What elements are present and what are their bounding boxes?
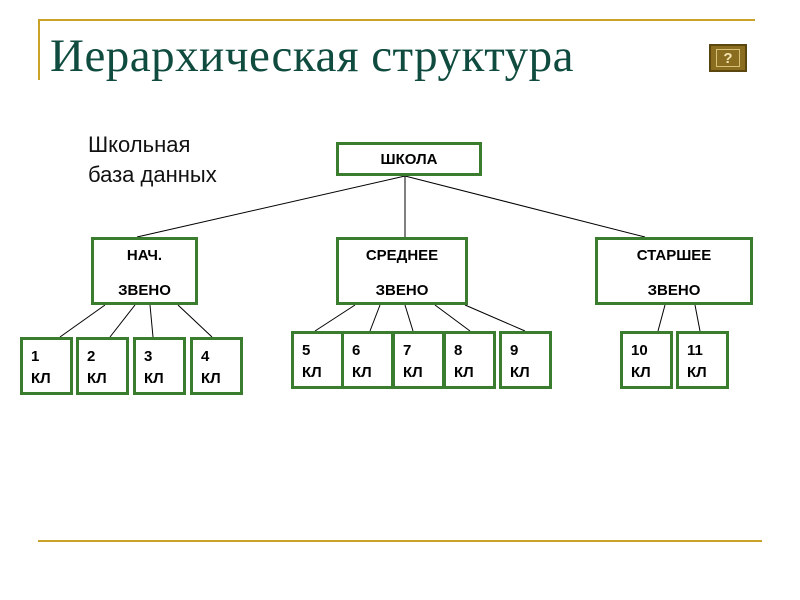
connector-level2-class7 xyxy=(404,304,414,332)
question-mark-icon: ? xyxy=(716,49,740,67)
node-class-abbr: КЛ xyxy=(687,364,707,381)
connector-level2-class8 xyxy=(434,304,471,332)
node-class: 1 КЛ xyxy=(20,337,73,395)
connector-level2-class5 xyxy=(314,304,356,332)
slide-frame-left-line xyxy=(38,19,40,80)
node-class-abbr: КЛ xyxy=(403,364,423,381)
node-class-abbr: КЛ xyxy=(87,370,107,387)
node-class: 2 КЛ xyxy=(76,337,129,395)
node-class-abbr: КЛ xyxy=(631,364,651,381)
connector-level3-class11 xyxy=(694,304,701,332)
node-root-label: ШКОЛА xyxy=(380,150,438,168)
caption-line-1: Школьная xyxy=(88,132,191,157)
node-level-middle-line1: СРЕДНЕЕ xyxy=(365,247,439,264)
slide-title: Иерархическая структура xyxy=(50,30,575,82)
node-class-number: 6 xyxy=(352,342,361,359)
slide-frame-top-line xyxy=(38,19,755,21)
connector-root-level-3 xyxy=(404,175,646,238)
node-class: 5 КЛ xyxy=(291,331,344,389)
connector-level1-class2 xyxy=(109,304,136,338)
node-class-number: 9 xyxy=(510,342,519,359)
node-class: 8 КЛ xyxy=(443,331,496,389)
connector-root-level-1 xyxy=(136,175,406,238)
node-level-senior: СТАРШЕЕ ЗВЕНО xyxy=(595,237,753,305)
node-class: 3 КЛ xyxy=(133,337,186,395)
node-level-primary: НАЧ. ЗВЕНО xyxy=(91,237,198,305)
node-class-abbr: КЛ xyxy=(510,364,530,381)
node-level-middle-line2: ЗВЕНО xyxy=(375,282,429,299)
node-level-primary-line2: ЗВЕНО xyxy=(118,282,171,299)
node-class-abbr: КЛ xyxy=(31,370,51,387)
node-class: 4 КЛ xyxy=(190,337,243,395)
node-class-abbr: КЛ xyxy=(454,364,474,381)
node-class-number: 1 xyxy=(31,348,40,365)
node-class-abbr: КЛ xyxy=(302,364,322,381)
node-class-number: 10 xyxy=(631,342,648,359)
help-button[interactable]: ? xyxy=(709,44,747,72)
node-class-abbr: КЛ xyxy=(201,370,221,387)
connector-level1-class1 xyxy=(59,304,106,338)
node-class: 10 КЛ xyxy=(620,331,673,389)
connector-level2-class9 xyxy=(464,304,526,332)
diagram-caption: Школьная база данных xyxy=(88,130,217,190)
node-class-abbr: КЛ xyxy=(144,370,164,387)
node-class-number: 7 xyxy=(403,342,412,359)
node-class-number: 4 xyxy=(201,348,210,365)
node-class: 6 КЛ xyxy=(341,331,394,389)
node-class: 9 КЛ xyxy=(499,331,552,389)
node-level-senior-line2: ЗВЕНО xyxy=(647,282,701,299)
node-class-number: 3 xyxy=(144,348,153,365)
node-level-senior-line1: СТАРШЕЕ xyxy=(636,247,712,264)
caption-line-2: база данных xyxy=(88,162,217,187)
slide-footer-line xyxy=(38,540,762,542)
node-level-middle: СРЕДНЕЕ ЗВЕНО xyxy=(336,237,468,305)
connector-level1-class3 xyxy=(149,304,154,338)
node-level-primary-line1: НАЧ. xyxy=(126,247,163,264)
connector-level3-class10 xyxy=(657,304,666,332)
node-class: 11 КЛ xyxy=(676,331,729,389)
connector-level1-class4 xyxy=(177,304,213,338)
node-class-number: 8 xyxy=(454,342,463,359)
connector-level2-class6 xyxy=(369,304,381,332)
node-class-number: 5 xyxy=(302,342,311,359)
node-class-number: 2 xyxy=(87,348,96,365)
node-class: 7 КЛ xyxy=(392,331,445,389)
node-root-school: ШКОЛА xyxy=(336,142,482,176)
node-class-abbr: КЛ xyxy=(352,364,372,381)
node-class-number: 11 xyxy=(687,342,703,359)
